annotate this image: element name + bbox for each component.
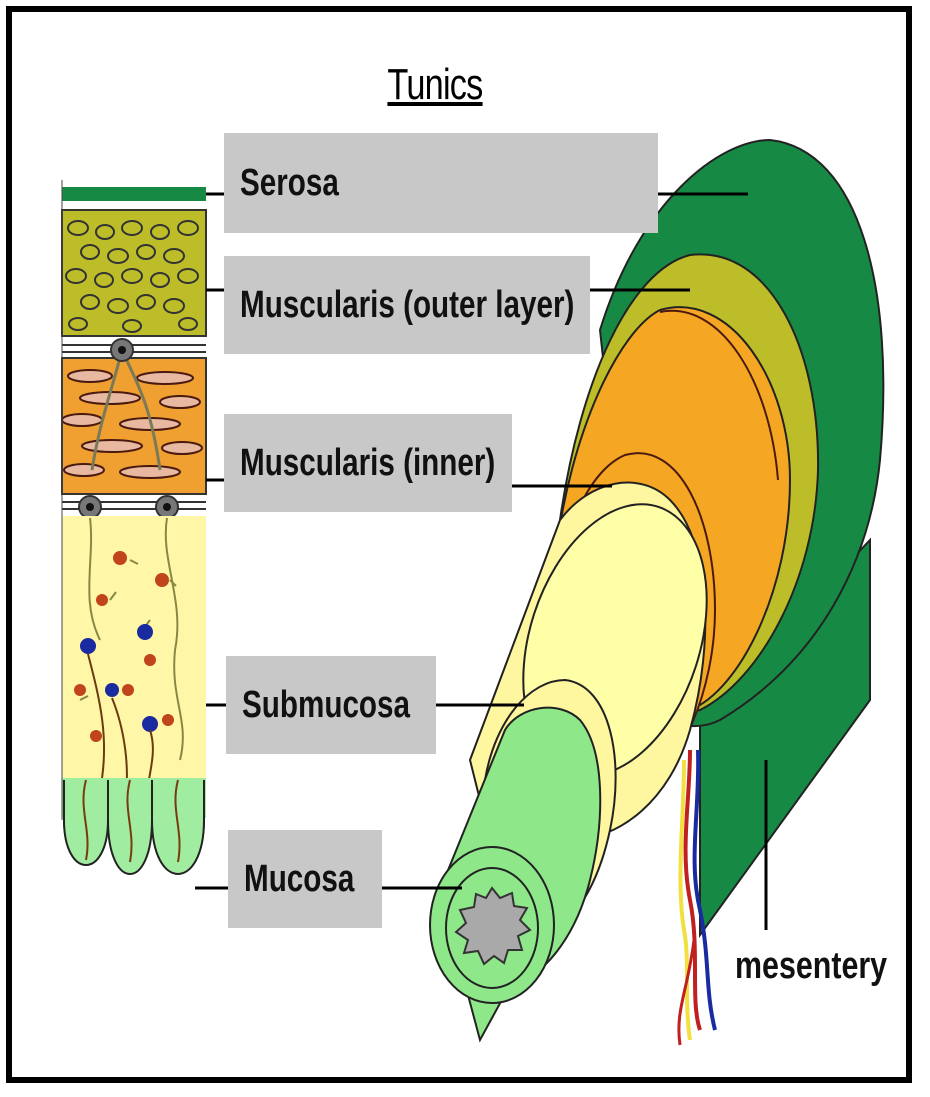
section-serosa (62, 187, 206, 201)
label-muscularis-outer-text: Muscularis (outer layer) (240, 284, 574, 327)
diagram-title: Tunics (377, 60, 494, 110)
label-mesentery: mesentery (735, 945, 887, 988)
label-submucosa-text: Submucosa (242, 684, 410, 727)
label-muscularis-inner: Muscularis (inner) (224, 414, 512, 512)
label-muscularis-inner-text: Muscularis (inner) (240, 442, 495, 485)
label-muscularis-outer: Muscularis (outer layer) (224, 256, 590, 354)
section-muscularis-outer (62, 210, 206, 336)
label-submucosa: Submucosa (226, 656, 436, 754)
wall-section (62, 180, 206, 874)
label-serosa: Serosa (224, 133, 658, 233)
label-mucosa: Mucosa (228, 830, 382, 928)
label-serosa-text: Serosa (240, 162, 339, 205)
label-mucosa-text: Mucosa (244, 858, 354, 901)
